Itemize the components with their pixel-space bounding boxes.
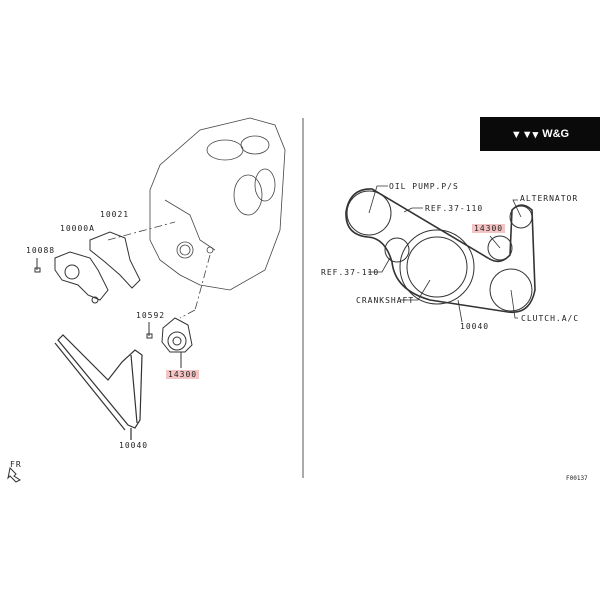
- idler-pulley: [384, 237, 410, 263]
- gasket-10021-drawing: [89, 231, 141, 289]
- logo-text: W&G: [542, 128, 570, 140]
- front-arrow-icon: [7, 466, 21, 483]
- part-label-10000A: 10000A: [60, 224, 95, 233]
- triple-chevron-logo-icon: ▼▼▾: [510, 128, 539, 141]
- engine-block-drawing: [107, 117, 286, 319]
- label-crankshaft: CRANKSHAFT: [356, 296, 415, 305]
- brand-logo: ▼▼▾ W&G: [480, 117, 600, 151]
- front-label: FR: [10, 460, 22, 469]
- tensioner-14300-drawing: [161, 317, 193, 368]
- part-label-10592: 10592: [136, 311, 166, 320]
- label-clutch-ac: CLUTCH.A/C: [521, 314, 580, 323]
- tensioner-pulley: [487, 235, 513, 261]
- label-ref-left: REF.37-110: [321, 268, 380, 277]
- label-10040: 10040: [460, 322, 490, 331]
- part-label-10040: 10040: [119, 441, 149, 450]
- label-ref-top: REF.37-110: [425, 204, 484, 213]
- part-label-10088: 10088: [26, 246, 56, 255]
- water-pump-10000A-drawing: [54, 251, 109, 304]
- label-oil-pump: OIL PUMP.P/S: [389, 182, 459, 191]
- bolt-10592-drawing: [146, 322, 153, 339]
- label-alternator: ALTERNATOR: [520, 194, 579, 203]
- bolt-10088-drawing: [34, 258, 41, 273]
- oil-pump-pulley: [346, 190, 392, 236]
- clutch-ac-pulley: [489, 268, 533, 312]
- crankshaft-pulley: [406, 236, 468, 298]
- part-label-10021: 10021: [100, 210, 130, 219]
- figure-code: F00137: [566, 475, 588, 482]
- belt-routing-diagram: [345, 185, 536, 323]
- label-14300-highlighted: 14300: [472, 224, 506, 233]
- belt-10040-drawing: [54, 334, 143, 440]
- part-label-14300-highlighted: 14300: [166, 370, 200, 379]
